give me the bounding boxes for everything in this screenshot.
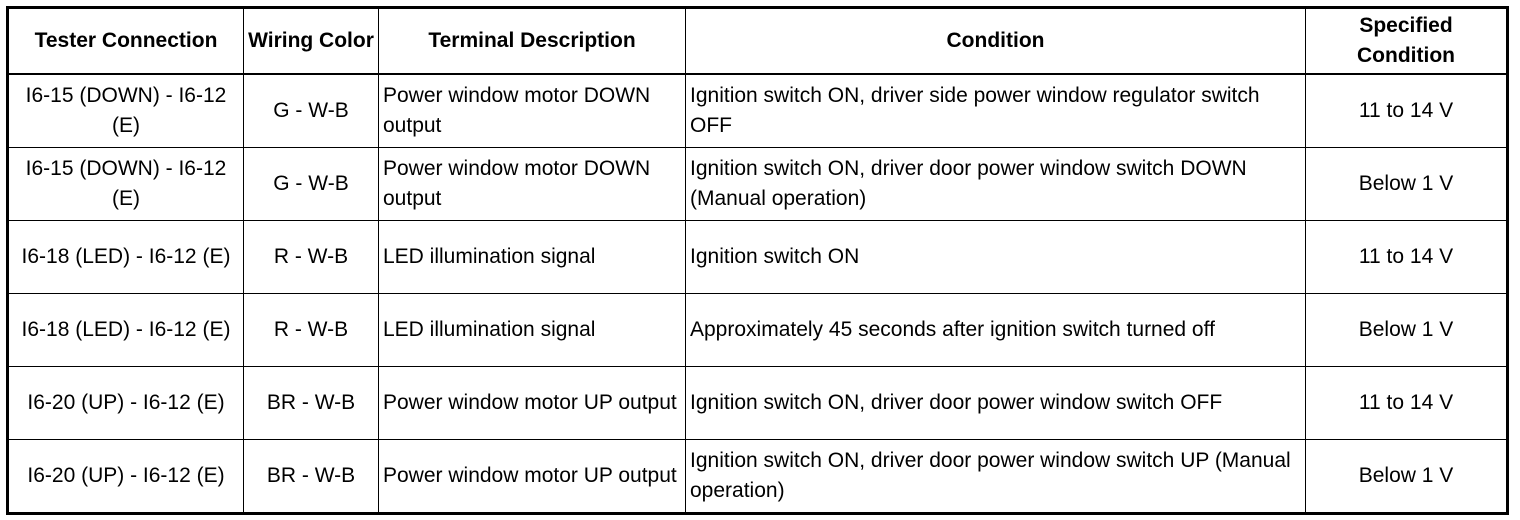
terminal-description-cell: Power window motor DOWN output: [378, 73, 686, 148]
specified-condition-cell: 11 to 14 V: [1305, 220, 1508, 294]
condition-cell: Ignition switch ON, driver side power wi…: [685, 73, 1306, 148]
table-row: I6-15 (DOWN) - I6-12 (E) G - W-B Power w…: [7, 73, 1508, 148]
tester-connection-cell: I6-18 (LED) - I6-12 (E): [7, 220, 244, 294]
spec-table-container: Tester Connection Wiring Color Terminal …: [6, 6, 1509, 515]
header-terminal-description: Terminal Description: [378, 7, 686, 75]
condition-cell: Ignition switch ON, driver door power wi…: [685, 439, 1306, 514]
terminal-description-cell: LED illumination signal: [378, 293, 686, 367]
terminal-description-cell: LED illumination signal: [378, 220, 686, 294]
condition-cell: Ignition switch ON, driver door power wi…: [685, 366, 1306, 440]
header-condition: Condition: [685, 7, 1306, 75]
condition-cell: Ignition switch ON: [685, 220, 1306, 294]
wiring-color-cell: R - W-B: [243, 220, 379, 294]
tester-connection-cell: I6-15 (DOWN) - I6-12 (E): [7, 73, 244, 148]
specified-condition-cell: 11 to 14 V: [1305, 366, 1508, 440]
tester-connection-cell: I6-18 (LED) - I6-12 (E): [7, 293, 244, 367]
table-row: I6-20 (UP) - I6-12 (E) BR - W-B Power wi…: [7, 439, 1508, 514]
specified-condition-cell: Below 1 V: [1305, 439, 1508, 514]
wiring-color-cell: BR - W-B: [243, 366, 379, 440]
tester-connection-cell: I6-20 (UP) - I6-12 (E): [7, 439, 244, 514]
header-tester-connection: Tester Connection: [7, 7, 244, 75]
terminal-inspection-table: Tester Connection Wiring Color Terminal …: [6, 6, 1509, 515]
wiring-color-cell: G - W-B: [243, 147, 379, 221]
table-header-row: Tester Connection Wiring Color Terminal …: [7, 7, 1508, 75]
tester-connection-cell: I6-15 (DOWN) - I6-12 (E): [7, 147, 244, 221]
terminal-description-cell: Power window motor UP output: [378, 439, 686, 514]
specified-condition-cell: Below 1 V: [1305, 293, 1508, 367]
table-row: I6-20 (UP) - I6-12 (E) BR - W-B Power wi…: [7, 366, 1508, 440]
header-specified-condition: Specified Condition: [1305, 7, 1508, 75]
wiring-color-cell: G - W-B: [243, 73, 379, 148]
wiring-color-cell: R - W-B: [243, 293, 379, 367]
specified-condition-cell: 11 to 14 V: [1305, 73, 1508, 148]
condition-cell: Approximately 45 seconds after ignition …: [685, 293, 1306, 367]
specified-condition-cell: Below 1 V: [1305, 147, 1508, 221]
tester-connection-cell: I6-20 (UP) - I6-12 (E): [7, 366, 244, 440]
table-row: I6-18 (LED) - I6-12 (E) R - W-B LED illu…: [7, 220, 1508, 294]
terminal-description-cell: Power window motor UP output: [378, 366, 686, 440]
terminal-description-cell: Power window motor DOWN output: [378, 147, 686, 221]
condition-cell: Ignition switch ON, driver door power wi…: [685, 147, 1306, 221]
wiring-color-cell: BR - W-B: [243, 439, 379, 514]
table-row: I6-15 (DOWN) - I6-12 (E) G - W-B Power w…: [7, 147, 1508, 221]
header-wiring-color: Wiring Color: [243, 7, 379, 75]
table-row: I6-18 (LED) - I6-12 (E) R - W-B LED illu…: [7, 293, 1508, 367]
